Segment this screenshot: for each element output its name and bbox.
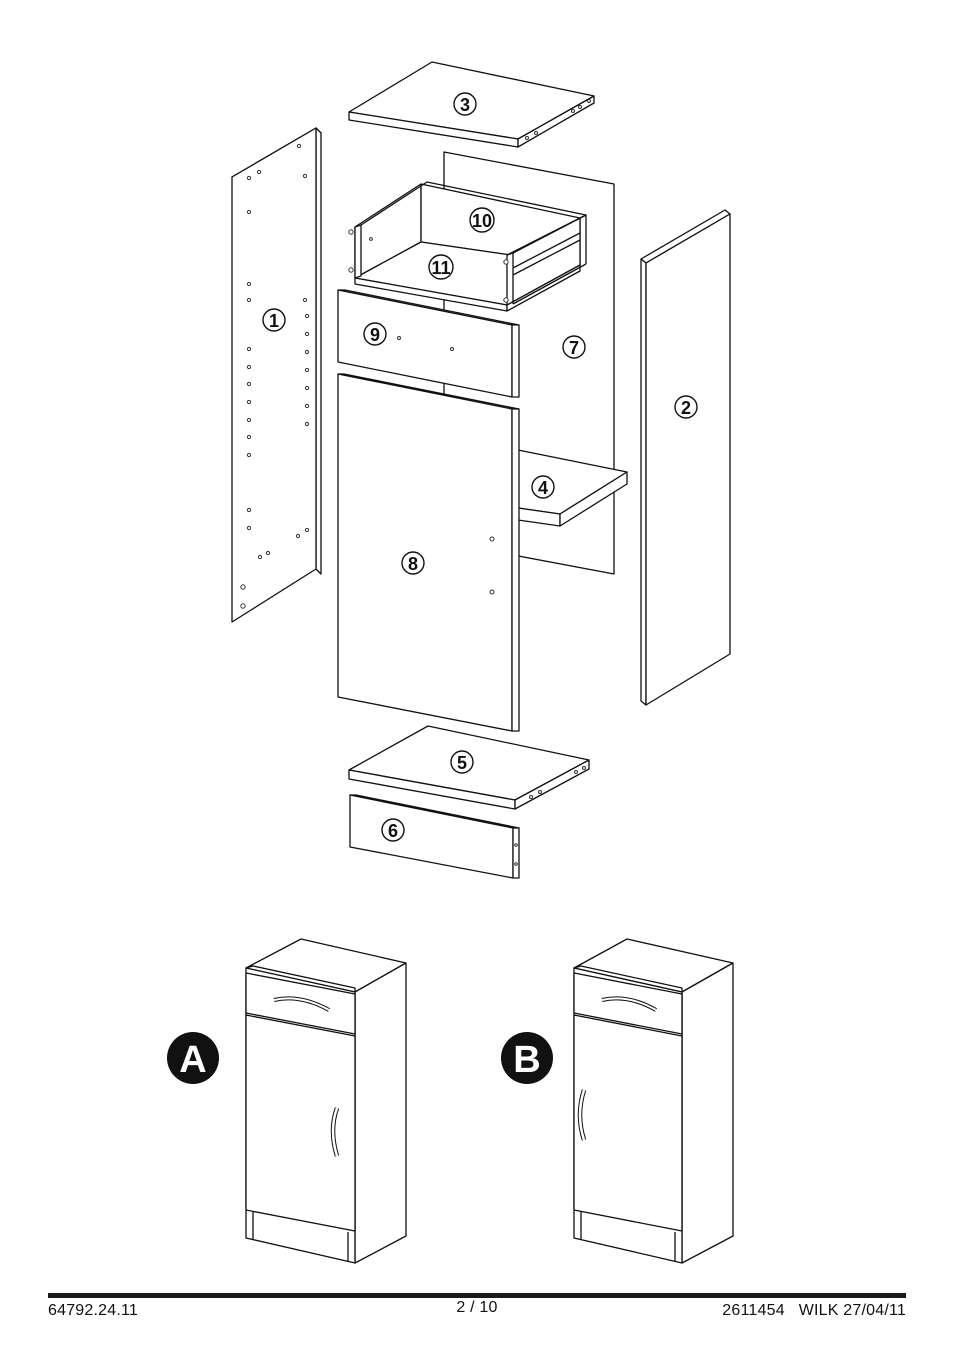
- footer-document-code: 64792.24.11: [48, 1302, 138, 1319]
- assembled-cabinet-a: [245, 938, 407, 1264]
- part-label-9: 9: [363, 322, 387, 346]
- svg-text:8: 8: [408, 554, 418, 574]
- part-label-11: 11: [428, 254, 454, 280]
- variant-badge-a: A: [167, 1032, 219, 1084]
- part-label-1: 1: [262, 308, 286, 332]
- page-number: 2 / 10: [456, 1299, 498, 1316]
- footer-rule: [48, 1293, 906, 1298]
- variant-badge-b: B: [501, 1032, 553, 1084]
- plinth-panel-6: [349, 794, 520, 879]
- svg-text:11: 11: [431, 258, 450, 278]
- svg-text:3: 3: [460, 95, 470, 115]
- left-side-panel-1: [231, 127, 322, 623]
- svg-text:B: B: [513, 1039, 540, 1081]
- part-label-3: 3: [453, 92, 477, 116]
- part-label-2: 2: [674, 395, 698, 419]
- svg-text:4: 4: [538, 478, 548, 498]
- drawer-front-9: [337, 289, 520, 398]
- part-label-4: 4: [531, 475, 555, 499]
- svg-text:A: A: [179, 1039, 206, 1081]
- part-label-8: 8: [401, 551, 425, 575]
- footer-product-info: 2611454 WILK 27/04/11: [722, 1302, 906, 1319]
- part-label-5: 5: [450, 750, 474, 774]
- svg-text:6: 6: [388, 821, 398, 841]
- svg-text:7: 7: [569, 338, 579, 358]
- svg-text:9: 9: [370, 325, 380, 345]
- part-label-10: 10: [469, 207, 495, 233]
- right-side-panel-2: [640, 209, 731, 706]
- drawer-box-10-11: [348, 181, 587, 312]
- door-panel-8: [337, 373, 520, 732]
- assembled-cabinet-b: [573, 938, 734, 1264]
- part-label-7: 7: [562, 335, 586, 359]
- svg-text:2: 2: [681, 398, 691, 418]
- svg-text:5: 5: [457, 753, 467, 773]
- svg-text:10: 10: [472, 211, 492, 231]
- svg-text:1: 1: [269, 311, 279, 331]
- part-label-6: 6: [381, 818, 405, 842]
